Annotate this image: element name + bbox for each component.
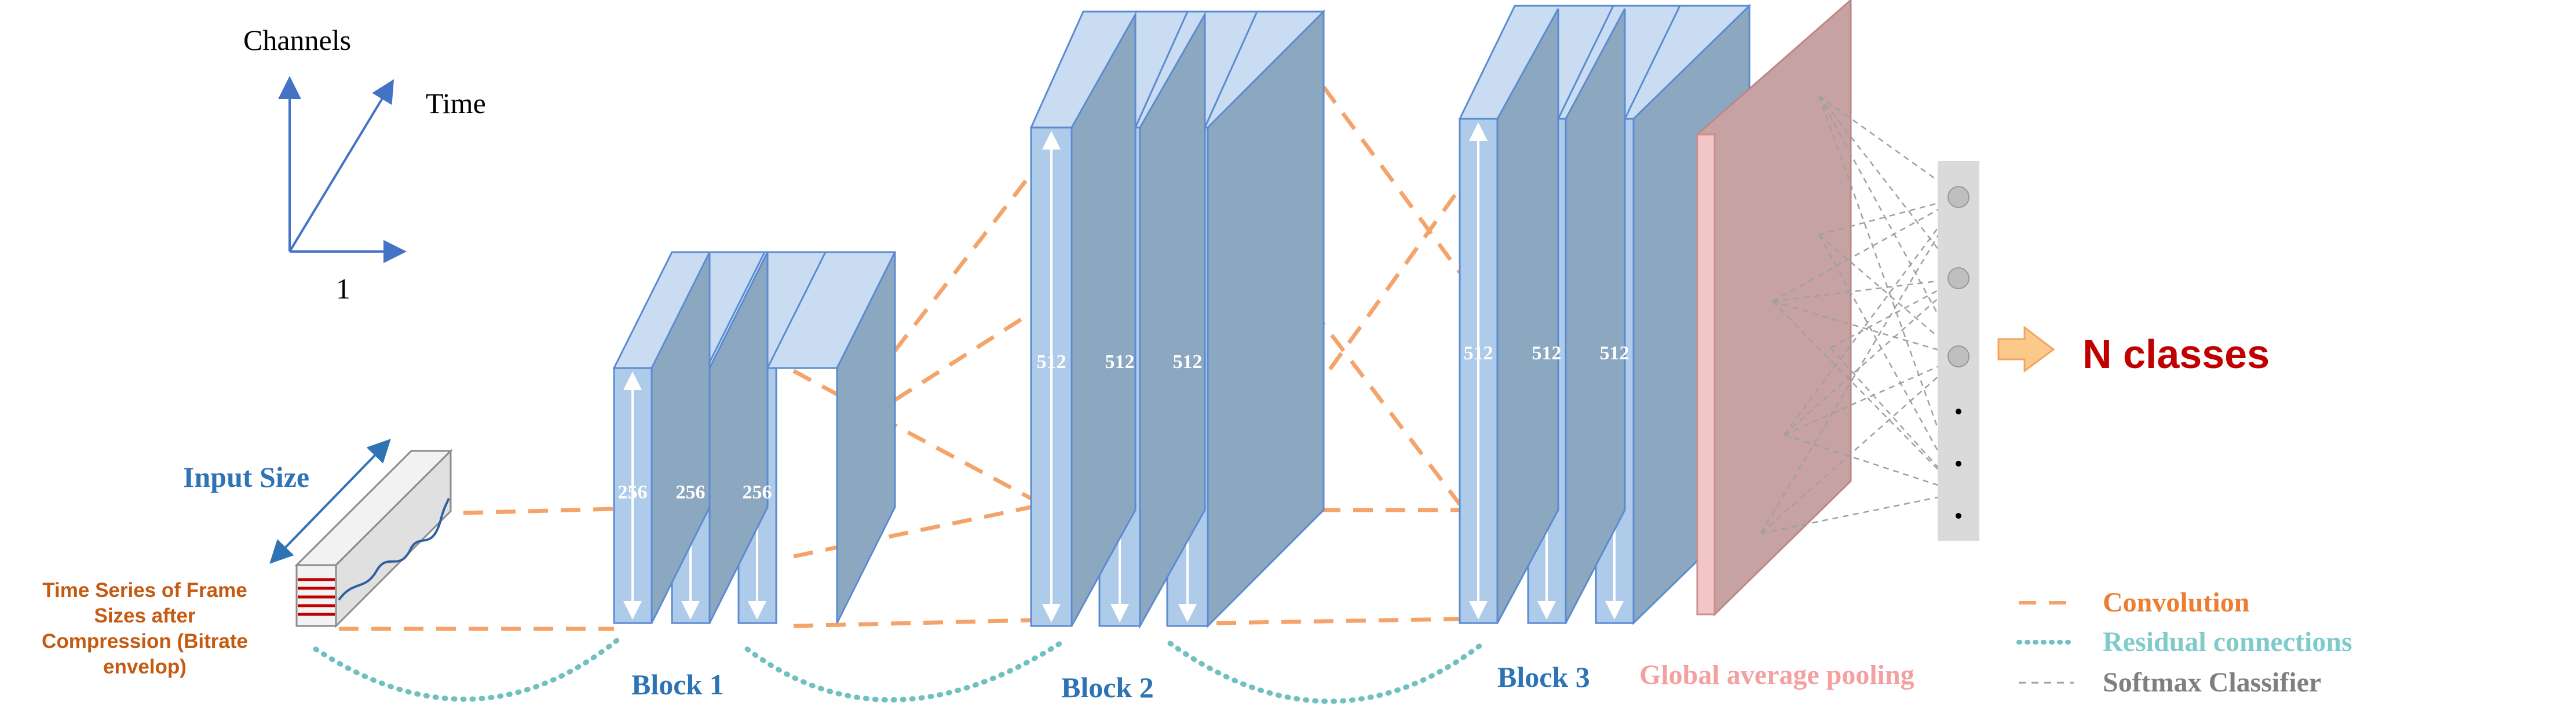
legend: Convolution Residual connections Softmax… [2016,587,2352,698]
axes-diagram: Channels Time 1 [243,24,486,305]
legend-residual-label: Residual connections [2103,627,2352,657]
block-2-label: Block 2 [1061,671,1154,704]
output-dot [1956,461,1961,467]
block-1-filter-3: 256 [743,482,772,503]
output-node [1947,267,1970,289]
block-1: 256 256 256 [612,251,897,624]
output-node [1947,345,1970,367]
block-1-slab-1 [612,251,766,624]
softmax-lines [1760,94,1962,534]
block-2-slab-1 [1029,10,1189,627]
input-description: Time Series of Frame Sizes after Compres… [42,579,248,678]
legend-softmax-label: Softmax Classifier [2103,667,2321,698]
svg-text:Compression (Bitrate: Compression (Bitrate [42,630,248,653]
output-dot [1956,409,1961,414]
block-2: 512 512 512 [1029,9,1325,629]
block-3-slab-1 [1458,5,1615,624]
residual-connections [313,638,1486,704]
svg-text:Time Series of Frame: Time Series of Frame [42,579,247,602]
output-node [1947,186,1970,208]
time-label: Time [426,87,486,119]
input-size-label: Input Size [183,461,309,493]
one-label: 1 [336,272,350,305]
time-axis [288,79,394,253]
block-1-filter-2: 256 [676,482,706,503]
block-2-filter-1: 512 [1037,351,1066,373]
block-1-filter-1: 256 [618,482,648,503]
gap-label: Global average pooling [1639,660,1914,690]
legend-convolution-label: Convolution [2103,587,2249,618]
svg-text:envelop): envelop) [103,656,187,678]
block-3-label: Block 3 [1497,661,1590,693]
block-1-label: Block 1 [631,668,724,701]
global-average-pooling [1695,0,1852,617]
input-size-arrow [269,439,391,564]
output-dot [1956,513,1961,519]
output-arrow [1997,325,2055,373]
channels-label: Channels [243,24,351,56]
input-tensor [269,439,453,628]
block-3-filter-2: 512 [1532,343,1562,364]
block-2-filter-3: 512 [1173,351,1203,373]
block-3-filter-3: 512 [1600,343,1629,364]
block-3-filter-1: 512 [1464,343,1493,364]
svg-text:Sizes after: Sizes after [94,605,195,627]
block-2-filter-2: 512 [1105,351,1135,373]
output-layer [1938,161,1979,541]
output-label: N classes [2082,332,2270,377]
